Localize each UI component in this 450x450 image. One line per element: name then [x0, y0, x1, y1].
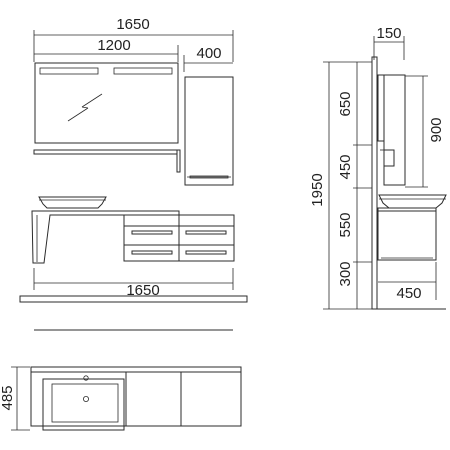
dim-base-depth: 450	[378, 262, 437, 302]
side-view: 150 1950 650 450 550 300	[309, 25, 447, 310]
dim-mirror-width-label: 1200	[97, 37, 130, 54]
drawer-handle	[131, 230, 173, 235]
dim-mirror-width: 1200	[34, 37, 179, 62]
dim-segments: 650 450 550 300	[337, 62, 372, 309]
drawer-handle	[131, 250, 173, 255]
dim-overall-width: 1650	[33, 16, 234, 62]
dim-top-depth-label: 150	[376, 25, 401, 42]
drawer-handle	[185, 230, 227, 235]
washbasin	[38, 196, 107, 209]
dim-cabinet-height-label: 900	[428, 117, 445, 142]
dim-seg-4-label: 300	[337, 261, 354, 286]
side-basin	[378, 194, 447, 209]
dim-cabinet-height: 900	[405, 75, 445, 188]
dim-plan-depth-label: 485	[0, 385, 16, 410]
tap-hole	[83, 375, 89, 381]
side-vanity	[377, 207, 437, 261]
mirror-shelf	[33, 149, 181, 173]
side-upper-cabinet	[377, 74, 406, 186]
dim-counter-width: 1650	[33, 268, 234, 299]
countertop	[31, 210, 180, 264]
wall-panel	[371, 56, 378, 310]
dim-base-depth-label: 450	[396, 285, 421, 302]
dim-seg-2-label: 450	[337, 154, 354, 179]
plan-basin	[42, 375, 125, 431]
dim-plan-depth: 485	[0, 366, 30, 431]
mirror	[34, 62, 179, 144]
dim-counter-width-label: 1650	[126, 282, 159, 299]
plan-view: 485	[0, 366, 242, 431]
front-view: 1650 1200 400	[19, 16, 248, 331]
drawer-unit	[123, 214, 235, 262]
dim-cabinet-width: 400	[183, 45, 233, 72]
dim-total-height-label: 1950	[309, 173, 326, 206]
dim-total-height: 1950	[309, 61, 372, 310]
dim-seg-1-label: 650	[337, 91, 354, 116]
plan-countertop	[30, 366, 242, 427]
base-slab	[19, 295, 248, 303]
dim-top-depth: 150	[373, 25, 405, 60]
drain-hole	[83, 395, 90, 402]
dim-overall-width-label: 1650	[116, 16, 149, 33]
side-cabinet	[184, 76, 234, 186]
drawer-handle	[185, 250, 227, 255]
dim-seg-3-label: 550	[337, 212, 354, 237]
dim-cabinet-width-label: 400	[196, 45, 221, 62]
